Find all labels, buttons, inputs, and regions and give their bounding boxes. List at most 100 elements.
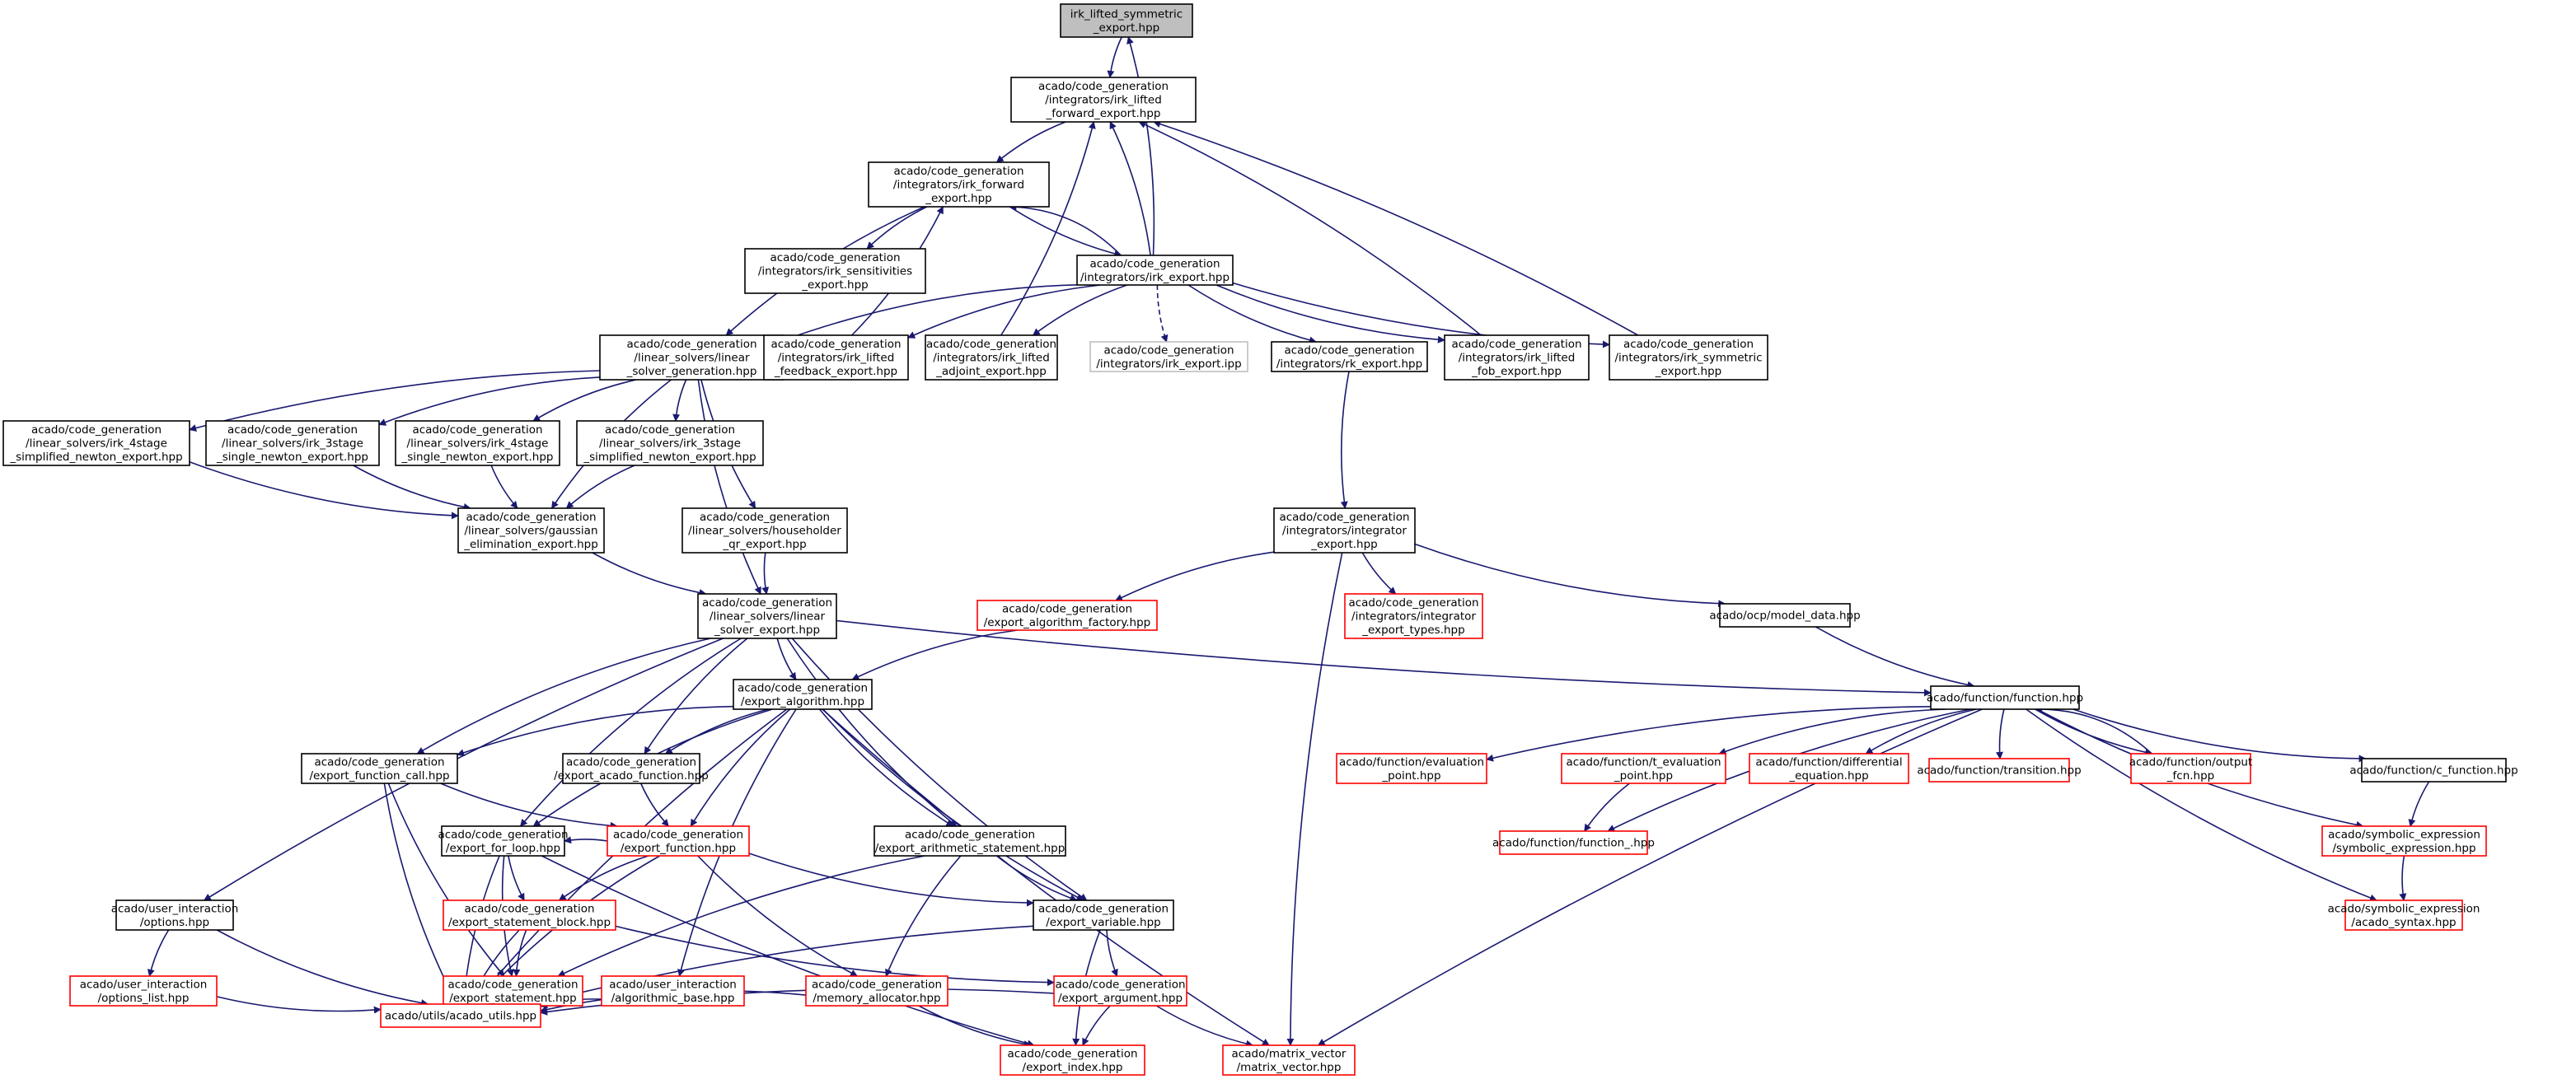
node-sym_expr[interactable]: acado/symbolic_expression/symbolic_expre… xyxy=(2321,825,2487,857)
node-t_eval[interactable]: acado/function/t_evaluation_point.hpp xyxy=(1561,753,1726,784)
node-acado_func[interactable]: acado/code_generation/export_acado_funct… xyxy=(554,753,709,784)
node-irk_ipp[interactable]: acado/code_generation/integrators/irk_ex… xyxy=(1089,341,1248,372)
node-acado_syntax[interactable]: acado/symbolic_expression/acado_syntax.h… xyxy=(2328,899,2480,931)
node-label-line: /linear_solvers/irk_4stage xyxy=(26,437,167,451)
node-mem_alloc[interactable]: acado/code_generation/memory_allocator.h… xyxy=(805,975,948,1007)
edge-irk_export-to-root xyxy=(1126,36,1155,256)
edge-linsolexp-to-export_alg xyxy=(776,638,797,680)
node-label-line: _forward_export.hpp xyxy=(1046,107,1161,120)
node-label-line: /options_list.hpp xyxy=(98,992,190,1005)
node-layer: irk_lifted_symmetric_export.hppacado/cod… xyxy=(2,3,2518,1076)
node-linsolgen[interactable]: acado/code_generation/linear_solvers/lin… xyxy=(599,334,785,381)
edge-integrator-to-matrix_vector xyxy=(1286,552,1343,1046)
node-box xyxy=(395,420,560,466)
edge-linsolexp-to-arith xyxy=(786,638,958,827)
node-export_stmt[interactable]: acado/code_generation/export_statement.h… xyxy=(443,975,583,1007)
node-integ_types[interactable]: acado/code_generation/integrators/integr… xyxy=(1344,593,1483,639)
node-options_list[interactable]: acado/user_interaction/options_list.hpp xyxy=(69,975,218,1007)
node-matrix_vector[interactable]: acado/matrix_vector/matrix_vector.hpp xyxy=(1222,1044,1356,1076)
node-label-line: acado/code_generation xyxy=(738,681,868,694)
edge-function_hpp-to-c_function xyxy=(2073,708,2367,763)
edge-linsolgen-to-irk4_simpl xyxy=(189,370,601,432)
node-box xyxy=(205,420,380,466)
node-arith[interactable]: acado/code_generation/export_arithmetic_… xyxy=(873,825,1066,857)
edge-linsolexp-to-acado_func xyxy=(644,638,748,755)
node-function_[interactable]: acado/function/function_.hpp xyxy=(1492,830,1655,855)
node-label-line: acado/code_generation xyxy=(1348,596,1478,610)
edge-c_function-to-sym_expr xyxy=(2408,781,2430,827)
node-irk4_simpl[interactable]: acado/code_generation/linear_solvers/irk… xyxy=(2,420,190,466)
node-export_alg[interactable]: acado/code_generation/export_algorithm.h… xyxy=(733,679,873,710)
node-box xyxy=(868,161,1050,208)
node-irk3_single[interactable]: acado/code_generation/linear_solvers/irk… xyxy=(205,420,380,466)
node-export_index[interactable]: acado/code_generation/export_index.hpp xyxy=(1000,1044,1145,1076)
node-label-line: acado/matrix_vector xyxy=(1232,1047,1347,1060)
node-func_call[interactable]: acado/code_generation/export_function_ca… xyxy=(301,753,458,784)
node-label-line: /export_algorithm.hpp xyxy=(741,695,864,708)
node-box xyxy=(1749,753,1909,784)
node-irk_export[interactable]: acado/code_generation/integrators/irk_ex… xyxy=(1076,255,1234,286)
node-stmt_block[interactable]: acado/code_generation/export_statement_b… xyxy=(443,899,616,931)
node-householder[interactable]: acado/code_generation/linear_solvers/hou… xyxy=(681,507,848,554)
node-algfactory[interactable]: acado/code_generation/export_algorithm_f… xyxy=(977,600,1158,631)
node-label-line: acado/symbolic_expression xyxy=(2328,902,2480,915)
node-model_data[interactable]: acado/ocp/model_data.hpp xyxy=(1709,603,1861,628)
node-lifted_fob[interactable]: acado/code_generation/integrators/irk_li… xyxy=(1444,334,1590,381)
node-label-line: acado/code_generation xyxy=(466,511,596,524)
node-diff_eq[interactable]: acado/function/differential_equation.hpp xyxy=(1749,753,1909,784)
edge-integrator-to-integ_types xyxy=(1361,552,1397,595)
node-eval_point[interactable]: acado/function/evaluation_point.hpp xyxy=(1336,753,1487,784)
node-label-line: /export_variable.hpp xyxy=(1046,916,1160,929)
node-box xyxy=(1033,899,1174,931)
node-transition[interactable]: acado/function/transition.hpp xyxy=(1917,758,2082,783)
node-integrator[interactable]: acado/code_generation/integrators/integr… xyxy=(1273,507,1416,554)
node-irk_sens[interactable]: acado/code_generation/integrators/irk_se… xyxy=(744,248,926,294)
node-label-line: acado/symbolic_expression xyxy=(2328,828,2480,841)
node-label-line: _solver_generation.hpp xyxy=(626,365,757,378)
node-label-line: /export_argument.hpp xyxy=(1058,992,1183,1005)
node-label-line: /integrators/irk_lifted xyxy=(933,352,1050,365)
node-irk_forward[interactable]: acado/code_generation/integrators/irk_fo… xyxy=(868,161,1050,208)
node-export_function[interactable]: acado/code_generation/export_function.hp… xyxy=(607,825,750,857)
node-function_hpp[interactable]: acado/function/function.hpp xyxy=(1927,685,2083,710)
node-label-line: /symbolic_expression.hpp xyxy=(2332,842,2475,855)
node-label-line: _export.hpp xyxy=(1310,538,1377,551)
node-acado_utils[interactable]: acado/utils/acado_utils.hpp xyxy=(380,1003,541,1028)
edge-arith-to-export_stmt xyxy=(557,855,925,977)
node-alg_base[interactable]: acado/user_interaction/algorithmic_base.… xyxy=(601,975,745,1007)
node-linsolexp[interactable]: acado/code_generation/linear_solvers/lin… xyxy=(697,593,837,639)
node-c_function[interactable]: acado/function/c_function.hpp xyxy=(2349,758,2518,783)
node-label-line: /export_acado_function.hpp xyxy=(554,769,709,783)
edge-linsolexp-to-export_variable xyxy=(791,638,1088,901)
node-output_fcn[interactable]: acado/function/output_fcn.hpp xyxy=(2129,753,2253,784)
node-lifted_adjoint[interactable]: acado/code_generation/integrators/irk_li… xyxy=(925,334,1058,381)
node-box xyxy=(380,1003,541,1028)
node-lifted_feedback[interactable]: acado/code_generation/integrators/irk_li… xyxy=(763,334,909,381)
node-label-line: irk_lifted_symmetric xyxy=(1070,7,1183,21)
node-for_loop[interactable]: acado/code_generation/export_for_loop.hp… xyxy=(438,825,569,857)
node-gauss[interactable]: acado/code_generation/linear_solvers/gau… xyxy=(457,507,605,554)
node-irk3_simpl[interactable]: acado/code_generation/linear_solvers/irk… xyxy=(576,420,764,466)
node-label-line: acado/user_interaction xyxy=(111,902,239,915)
node-label-line: /export_for_loop.hpp xyxy=(446,842,560,855)
node-label-line: acado/function/function_.hpp xyxy=(1492,837,1655,850)
node-box xyxy=(1089,341,1248,372)
node-label-line: _single_newton_export.hpp xyxy=(401,451,554,464)
node-irk_symmetric[interactable]: acado/code_generation/integrators/irk_sy… xyxy=(1609,334,1768,381)
node-label-line: acado/function/transition.hpp xyxy=(1917,764,2081,778)
node-rk_export[interactable]: acado/code_generation/integrators/rk_exp… xyxy=(1271,341,1428,372)
node-label-line: acado/code_generation xyxy=(613,828,743,841)
edge-for_loop-to-stmt_block xyxy=(508,855,525,901)
node-label-line: /linear_solvers/householder xyxy=(688,525,841,538)
edge-irk_export-to-lifted_adjoint xyxy=(1032,284,1128,336)
node-export_variable[interactable]: acado/code_generation/export_variable.hp… xyxy=(1033,899,1174,931)
edge-export_alg-to-export_function xyxy=(690,708,791,827)
node-options[interactable]: acado/user_interaction/options.hpp xyxy=(111,899,239,931)
node-export_arg[interactable]: acado/code_generation/export_argument.hp… xyxy=(1053,975,1187,1007)
node-box xyxy=(1076,255,1234,286)
node-box xyxy=(2344,899,2463,931)
node-box xyxy=(925,334,1058,381)
node-irk4_single[interactable]: acado/code_generation/linear_solvers/irk… xyxy=(395,420,560,466)
node-fwd_lifted[interactable]: acado/code_generation/integrators/irk_li… xyxy=(1010,77,1197,123)
node-box xyxy=(1344,593,1483,639)
